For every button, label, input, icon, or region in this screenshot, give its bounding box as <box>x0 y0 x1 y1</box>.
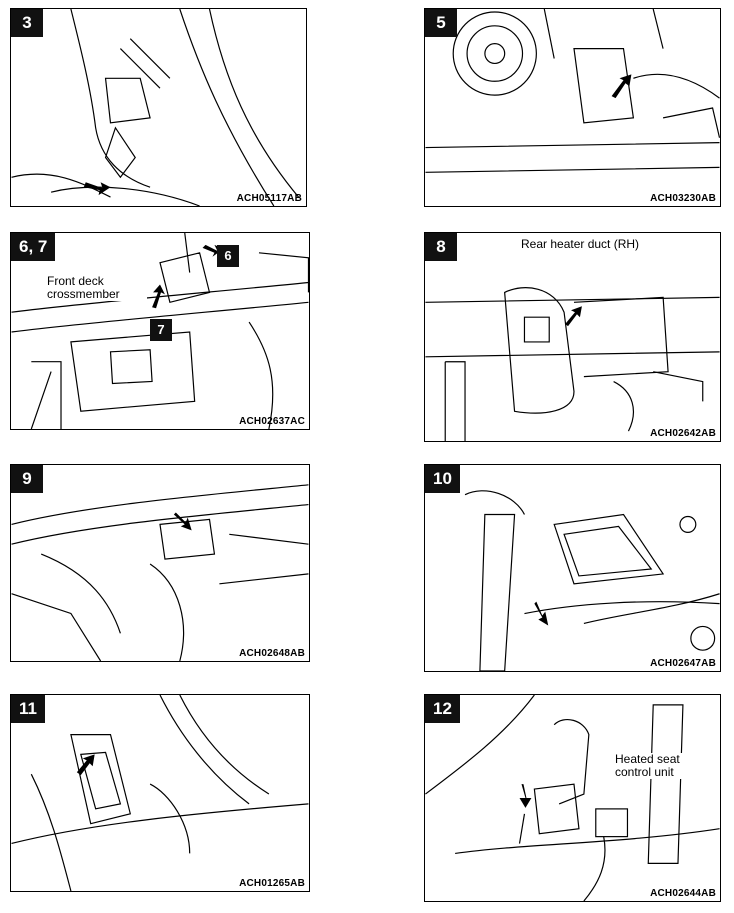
figure-step-9: 9 ACH02648AB <box>10 464 310 662</box>
illustration-step-8 <box>425 287 720 441</box>
illustration-step-11 <box>11 695 309 891</box>
figure-code: ACH01265AB <box>239 878 305 889</box>
heated-seat-control-unit-label: Heated seat control unit <box>615 753 695 779</box>
figure-code: ACH02644AB <box>650 888 716 899</box>
figure-code: ACH02648AB <box>239 648 305 659</box>
figure-step-11: 11 ACH01265AB <box>10 694 310 892</box>
illustration-step-5 <box>425 9 720 173</box>
step-number: 5 <box>425 9 457 37</box>
figure-step-3: 3 ACH05117AB <box>10 8 307 207</box>
step-number: 12 <box>425 695 460 723</box>
figure-step-12: 12 Heated seat control unit ACH02644AB <box>424 694 721 902</box>
figure-step-10: 10 ACH02647AB <box>424 464 721 672</box>
figure-step-5: 5 ACH03230AB <box>424 8 721 207</box>
front-deck-crossmember-label: Front deck crossmember <box>47 275 147 301</box>
step-number: 6, 7 <box>11 233 56 261</box>
callout-6: 6 <box>217 245 239 267</box>
figure-code: ACH02637AC <box>239 416 305 427</box>
step-number: 9 <box>11 465 43 493</box>
figure-code: ACH03230AB <box>650 193 716 204</box>
illustration-step-9 <box>11 484 309 661</box>
step-number: 8 <box>425 233 457 261</box>
illustration-step-10 <box>464 490 720 671</box>
figure-code: ACH02642AB <box>650 428 716 439</box>
figure-step-8: 8 Rear heater duct (RH) ACH02642AB <box>424 232 721 442</box>
step-number: 3 <box>11 9 43 37</box>
rear-heater-duct-label: Rear heater duct (RH) <box>521 237 640 251</box>
illustration-step-12 <box>425 695 720 901</box>
step-number: 10 <box>425 465 460 493</box>
figure-code: ACH05117AB <box>236 193 302 204</box>
figure-step-6-7: 6, 7 Front deck crossmember 6 7 ACH02637… <box>10 232 310 430</box>
callout-7: 7 <box>150 319 172 341</box>
figure-code: ACH02647AB <box>650 658 716 669</box>
step-number: 11 <box>11 695 45 723</box>
illustration-step-3 <box>11 9 300 206</box>
